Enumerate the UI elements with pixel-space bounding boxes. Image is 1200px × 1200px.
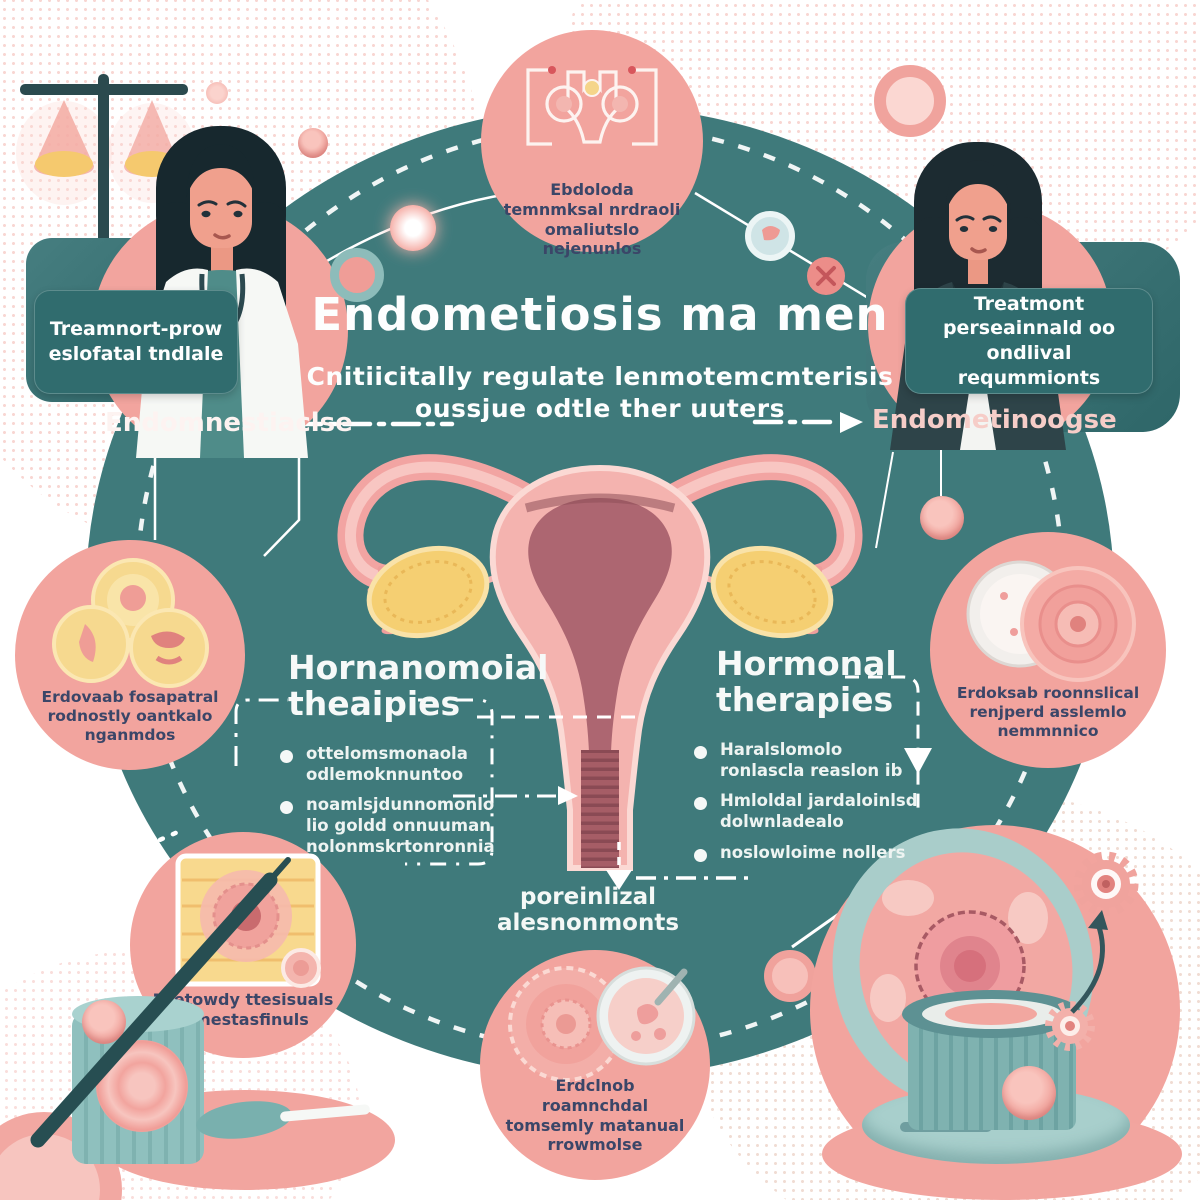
arrow-down-icon (606, 870, 632, 890)
right-mid-caption: Erdoksab roonnslical renjperd asslemlo n… (956, 684, 1140, 741)
left-therapies-list: ottelomsmonaola odlemoknnuntoo noamlsjdu… (280, 744, 515, 867)
surgical-tool-icon (30, 857, 291, 1148)
ovary-cells-icon (52, 558, 209, 688)
top-circle-caption: Ebdoloda temnmksal nrdraoli omaliutslo n… (503, 180, 681, 259)
decor-teal-ring (330, 248, 384, 302)
right-list-heading: Hormonal therapies (716, 644, 897, 720)
bottom-center-caption: Erdclnob roamnchdal tomsemly matanual rr… (505, 1076, 685, 1155)
scale-icon (16, 74, 196, 263)
flow-caption: poreinlizal alesnonmonts (496, 884, 680, 936)
right-therapies-list: Haralslomolo ronlascla reaslon ib Hmlold… (694, 740, 929, 873)
list-item: noamlsjdunnomonlo lio goldd onnuuman nol… (280, 795, 515, 857)
uterus-diagram (337, 454, 863, 871)
right-mid-circle: Erdoksab roonnslical renjperd asslemlo n… (930, 532, 1166, 768)
saucer-button (1002, 1066, 1056, 1120)
bottom-center-circle: Erdclnob roamnchdal tomsemly matanual rr… (480, 950, 710, 1180)
list-item: Haralslomolo ronlascla reaslon ib (694, 740, 929, 781)
decor-ring-node (764, 950, 816, 1002)
doctor-illustration (136, 126, 308, 458)
list-item: Hmloldal jardaloinlsd dolwnladealo (694, 791, 929, 832)
uterus-line-icon (526, 66, 658, 146)
arrow-down-icon (904, 748, 932, 774)
decor-glow-dot (390, 205, 436, 251)
decor-dot-small (206, 82, 228, 104)
left-circle-label: Endomnestiaclse (105, 408, 353, 438)
curved-arrow-up-icon (1070, 910, 1108, 1014)
gear-cell-icon (1073, 851, 1139, 917)
cup-contents-pink (945, 1003, 1037, 1025)
jar-button (82, 1000, 126, 1044)
petri-dish-icon (508, 966, 696, 1082)
tissue-discs-icon (966, 560, 1136, 682)
left-treatment-label: Treamnort-prow eslofatal tndlale (48, 318, 224, 365)
right-circle-label: Endometinoogse (872, 405, 1117, 435)
left-mid-circle: Erdovaab fosapatral rodnostly oantkalo n… (15, 540, 245, 770)
right-treatment-label: Treatmont perseainnald oo ondlival requm… (942, 292, 1116, 389)
bottom-left-caption: Dretowdy ttesisuals uanestasfinuls (152, 990, 334, 1029)
subtitle-line1: Cnitiicitally regulate lenmotemcmterisis (306, 362, 894, 391)
right-treatment-box: Treatmont perseainnald oo ondlival requm… (905, 288, 1153, 394)
small-cell-icon (1045, 1001, 1095, 1051)
list-item: ottelomsmonaola odlemoknnuntoo (280, 744, 515, 785)
left-treatment-box: Treamnort-prow eslofatal tndlale (34, 290, 238, 394)
left-mid-caption: Erdovaab fosapatral rodnostly oantkalo n… (41, 688, 219, 745)
decor-dot (298, 128, 328, 158)
main-title: Endometiosis ma men (311, 288, 889, 341)
subtitle-line2: oussjue odtle ther uuters (415, 394, 785, 423)
arrow-right-icon (840, 412, 863, 433)
left-list-heading: Hornanomoial theaipies (288, 648, 549, 724)
decor-hanging-button (920, 496, 964, 540)
list-item: noslowloime nollers (694, 843, 929, 864)
top-circle: Ebdoloda temnmksal nrdraoli omaliutslo n… (481, 30, 703, 258)
decor-ring-topright (874, 65, 946, 137)
